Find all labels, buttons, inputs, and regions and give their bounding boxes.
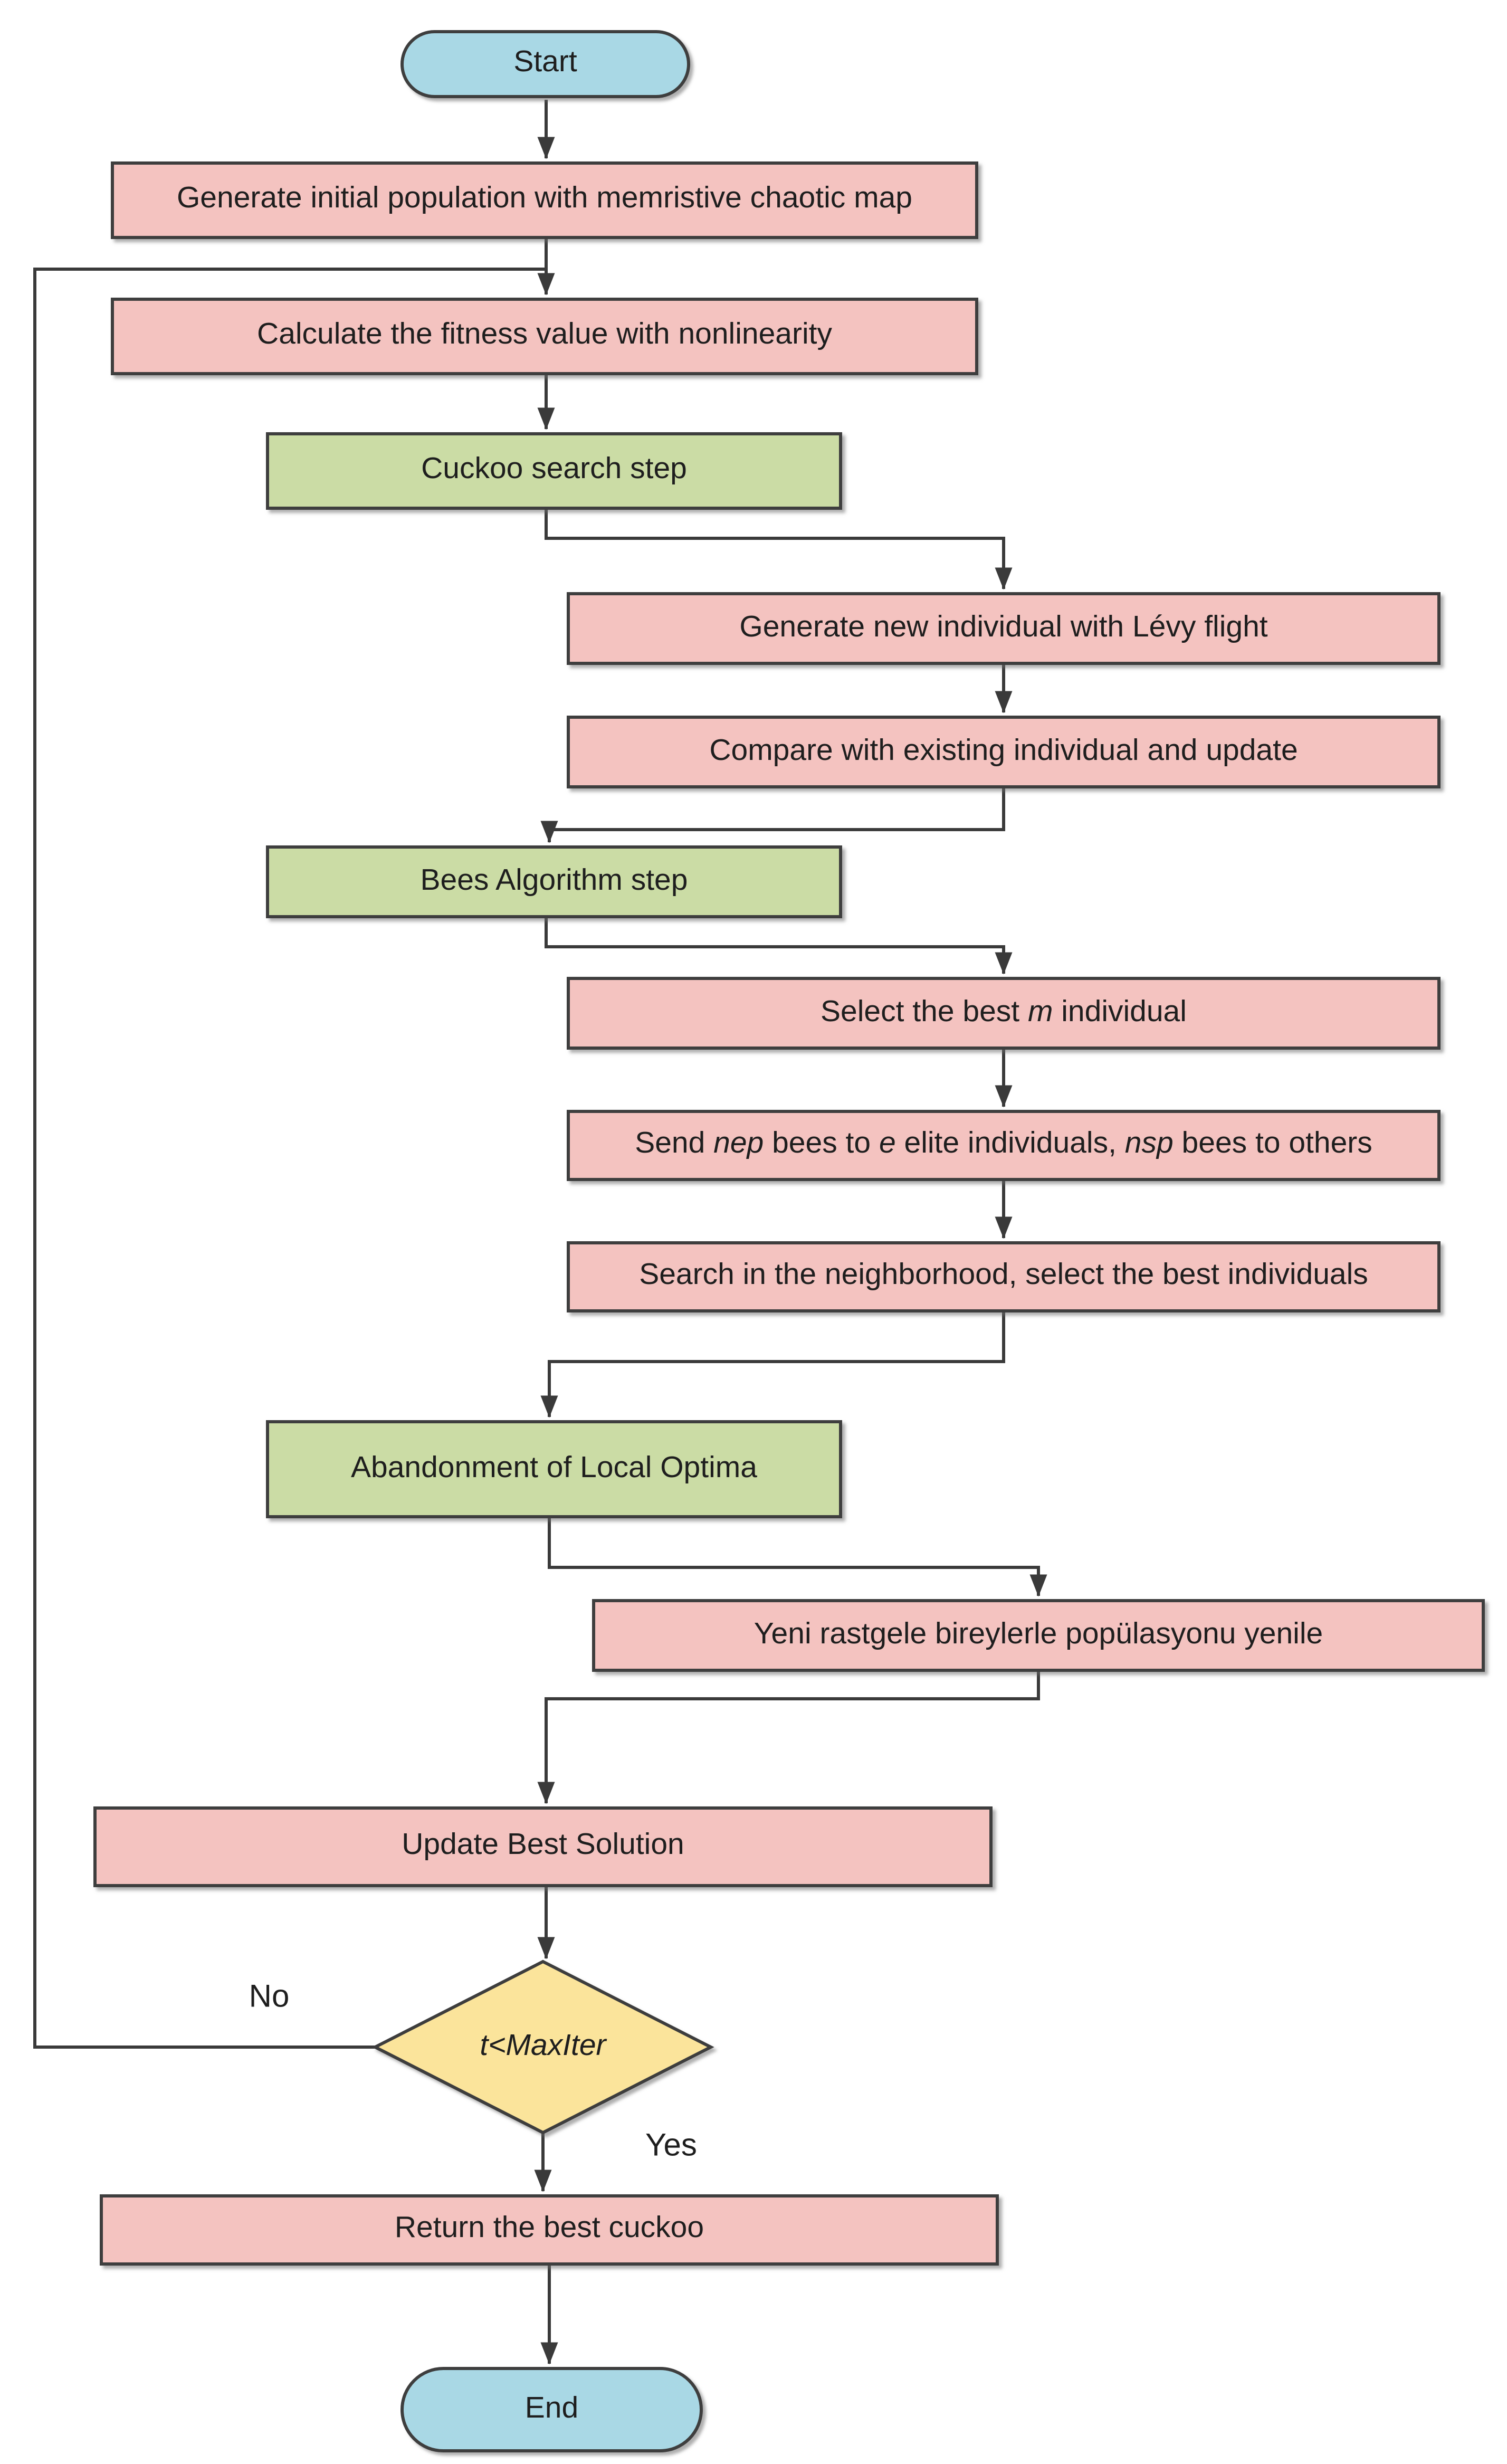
calculate-fitness-node: Calculate the fitness value with nonline… xyxy=(111,298,978,375)
send-bees-label-seg-3: e xyxy=(879,1127,896,1161)
generate-new-individual-node: Generate new individual with Lévy flight xyxy=(567,592,1441,665)
edge-no-loop-back xyxy=(33,268,546,2049)
iteration-check-label-seg-0: t<MaxIter xyxy=(480,2029,606,2062)
cuckoo-search-step-node: Cuckoo search step xyxy=(266,432,842,510)
compare-and-update-label: Compare with existing individual and upd… xyxy=(709,734,1298,769)
return-best-cuckoo-node: Return the best cuckoo xyxy=(100,2194,999,2266)
cuckoo-search-step-label: Cuckoo search step xyxy=(421,453,687,488)
end-label-seg-0: End xyxy=(524,2391,579,2425)
update-best-solution-node: Update Best Solution xyxy=(93,1806,993,1887)
iteration-check-node: t<MaxIter xyxy=(375,1962,711,2133)
neighborhood-search-node: Search in the neighborhood, select the b… xyxy=(567,1241,1441,1312)
edge-bees-to-select xyxy=(545,918,1013,975)
send-bees-label: Send nep bees to e elite individuals, ns… xyxy=(635,1127,1372,1162)
abandonment-of-local-optima-label-seg-0: Abandonment of Local Optima xyxy=(350,1451,757,1485)
send-bees-label-seg-0: Send xyxy=(635,1127,714,1161)
generate-initial-population-node: Generate initial population with memrist… xyxy=(111,161,978,239)
end-node: End xyxy=(400,2367,703,2452)
cuckoo-search-step-label-seg-0: Cuckoo search step xyxy=(421,453,687,487)
return-best-cuckoo-label: Return the best cuckoo xyxy=(394,2212,704,2247)
generate-initial-population-label-seg-0: Generate initial population with memrist… xyxy=(176,182,912,216)
neighborhood-search-label: Search in the neighborhood, select the b… xyxy=(639,1259,1368,1293)
start-node: Start xyxy=(400,30,690,98)
select-best-m-label-seg-1: m xyxy=(1027,995,1053,1029)
generate-initial-population-label: Generate initial population with memrist… xyxy=(176,182,912,217)
send-bees-node: Send nep bees to e elite individuals, ns… xyxy=(567,1110,1441,1181)
edge-compare-to-bees xyxy=(540,788,1005,843)
edge-renew-to-update xyxy=(537,1672,1040,1804)
select-best-m-label-seg-2: individual xyxy=(1053,995,1187,1029)
update-best-solution-label: Update Best Solution xyxy=(402,1829,684,1863)
renew-population-label: Yeni rastgele bireylerle popülasyonu yen… xyxy=(754,1617,1323,1652)
no-label: No xyxy=(249,1980,290,2015)
send-bees-label-seg-6: bees to others xyxy=(1173,1127,1372,1161)
iteration-check-label: t<MaxIter xyxy=(480,2029,606,2064)
start-label: Start xyxy=(513,46,577,81)
compare-and-update-label-seg-0: Compare with existing individual and upd… xyxy=(709,734,1298,767)
select-best-m-label: Select the best m individual xyxy=(821,995,1187,1030)
send-bees-label-seg-2: bees to xyxy=(764,1127,879,1161)
bees-algorithm-step-label-seg-0: Bees Algorithm step xyxy=(420,863,688,897)
edge-abandonment-to-renew xyxy=(548,1518,1047,1597)
start-label-seg-0: Start xyxy=(513,46,577,80)
bees-algorithm-step-node: Bees Algorithm step xyxy=(266,845,842,918)
end-label: End xyxy=(524,2391,579,2427)
send-bees-label-seg-4: elite individuals, xyxy=(895,1127,1125,1161)
return-best-cuckoo-label-seg-0: Return the best cuckoo xyxy=(394,2212,704,2246)
iteration-check-diamond xyxy=(371,1959,714,2135)
generate-new-individual-label-seg-0: Generate new individual with Lévy flight xyxy=(739,610,1268,644)
renew-population-node: Yeni rastgele bireylerle popülasyonu yen… xyxy=(592,1599,1485,1672)
abandonment-of-local-optima-node: Abandonment of Local Optima xyxy=(266,1420,842,1518)
bees-algorithm-step-label: Bees Algorithm step xyxy=(420,863,688,899)
abandonment-of-local-optima-label: Abandonment of Local Optima xyxy=(350,1451,757,1486)
edge-cuckoo-to-levy xyxy=(545,510,1013,590)
compare-and-update-node: Compare with existing individual and upd… xyxy=(567,716,1441,788)
calculate-fitness-label-seg-0: Calculate the fitness value with nonline… xyxy=(257,318,832,352)
select-best-m-label-seg-0: Select the best xyxy=(821,995,1028,1029)
renew-population-label-seg-0: Yeni rastgele bireylerle popülasyonu yen… xyxy=(754,1617,1323,1651)
neighborhood-search-label-seg-0: Search in the neighborhood, select the b… xyxy=(639,1259,1368,1292)
update-best-solution-label-seg-0: Update Best Solution xyxy=(402,1829,684,1862)
calculate-fitness-label: Calculate the fitness value with nonline… xyxy=(257,318,832,353)
send-bees-label-seg-1: nep xyxy=(713,1127,764,1161)
send-bees-label-seg-5: nsp xyxy=(1124,1127,1174,1161)
generate-new-individual-label: Generate new individual with Lévy flight xyxy=(739,610,1268,645)
yes-label: Yes xyxy=(645,2128,697,2164)
select-best-m-node: Select the best m individual xyxy=(567,977,1441,1050)
edge-search-to-abandonment xyxy=(540,1312,1005,1418)
